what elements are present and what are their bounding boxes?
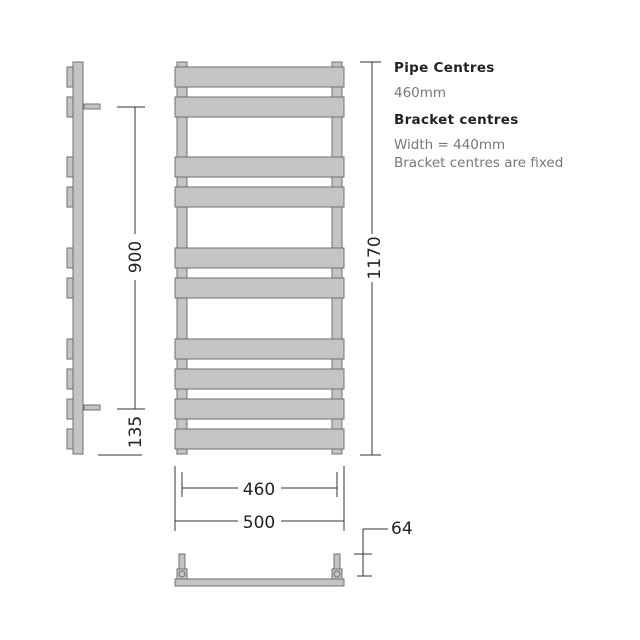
side-bar <box>66 338 74 360</box>
left-valve-stem <box>178 553 186 571</box>
wall-projection-label: 64 <box>391 519 413 539</box>
towel-bar <box>174 428 345 450</box>
side-upright <box>72 61 84 455</box>
bracket-centres-spec: Bracket centres Width = 440mm Bracket ce… <box>394 112 563 172</box>
bracket-width-value: Width = 440mm <box>394 137 506 153</box>
side-bar <box>66 96 74 118</box>
overall-width-label: 500 <box>243 513 275 533</box>
side-bar <box>66 398 74 420</box>
spec-panel: Pipe Centres 460mm Bracket centres Width… <box>394 60 563 182</box>
towel-bar <box>174 186 345 208</box>
towel-bar <box>174 96 345 118</box>
side-bar <box>66 368 74 390</box>
towel-bar <box>174 338 345 360</box>
bottom-wall-bracket <box>83 404 101 411</box>
bracket-centres-heading: Bracket centres <box>394 112 519 128</box>
left-valve-icon <box>178 570 186 578</box>
pipe-centres-spec: Pipe Centres 460mm <box>394 60 563 102</box>
overall-height-label: 1170 <box>365 236 385 279</box>
pipe-centres-label: 460 <box>243 480 275 500</box>
towel-bar <box>174 368 345 390</box>
side-profile-view <box>66 61 101 455</box>
bracket-fixed-note: Bracket centres are fixed <box>394 155 564 171</box>
projection-dimension-lines <box>354 528 388 577</box>
front-view <box>174 61 345 455</box>
side-bar <box>66 428 74 450</box>
width-dimension-lines <box>174 466 345 531</box>
towel-bar <box>174 398 345 420</box>
pipe-centres-heading: Pipe Centres <box>394 60 495 76</box>
bracket-dimension-lines <box>98 106 145 456</box>
right-valve-stem <box>333 553 341 571</box>
towel-bar <box>174 66 345 88</box>
side-bar <box>66 247 74 269</box>
bracket-offset-label: 135 <box>126 416 146 448</box>
height-dimension-lines <box>360 61 381 456</box>
bracket-vertical-label: 900 <box>126 241 146 273</box>
towel-bar <box>174 247 345 269</box>
side-bar <box>66 66 74 88</box>
side-bar <box>66 156 74 178</box>
plan-base <box>174 578 345 587</box>
right-valve-icon <box>333 570 341 578</box>
towel-bar <box>174 156 345 178</box>
pipe-centres-value: 460mm <box>394 85 447 101</box>
plan-view <box>174 553 345 587</box>
towel-bar <box>174 277 345 299</box>
top-wall-bracket <box>83 103 101 110</box>
side-bar <box>66 186 74 208</box>
side-bar <box>66 277 74 299</box>
